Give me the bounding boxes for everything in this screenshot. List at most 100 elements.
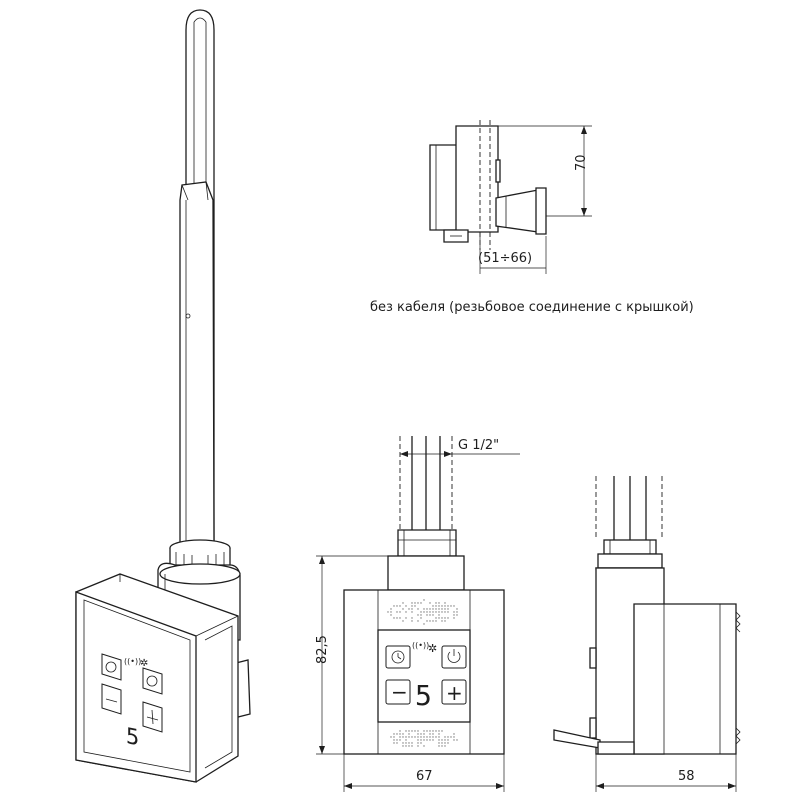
- grille-dot: [426, 611, 427, 612]
- grille-dot: [456, 608, 457, 609]
- grille-dot: [429, 730, 430, 731]
- dim-side-depth: 58: [678, 769, 695, 784]
- wireless-icon: ((•)): [412, 641, 429, 650]
- grille-dot: [402, 745, 403, 746]
- grille-dot: [414, 736, 415, 737]
- grille-dot: [414, 730, 415, 731]
- grille-dot: [405, 739, 406, 740]
- grille-dot: [441, 745, 442, 746]
- grille-dot: [429, 736, 430, 737]
- grille-dot: [402, 608, 403, 609]
- grille-dot: [399, 736, 400, 737]
- grille-dot: [390, 611, 391, 612]
- grille-dot: [435, 605, 436, 606]
- grille-dot: [417, 742, 418, 743]
- grille-dot: [435, 617, 436, 618]
- grille-dot: [405, 605, 406, 606]
- minus-button[interactable]: −: [386, 680, 410, 704]
- grille-dot: [432, 608, 433, 609]
- grille-dot: [411, 620, 412, 621]
- grille-dot: [426, 608, 427, 609]
- grille-dot: [405, 742, 406, 743]
- grille-dot: [438, 745, 439, 746]
- caption: без кабеля (резьбовое соединение с крышк…: [370, 300, 694, 315]
- grille-dot: [453, 736, 454, 737]
- grille-dot: [441, 605, 442, 606]
- grille-dot: [441, 742, 442, 743]
- plus-button[interactable]: +: [442, 680, 466, 705]
- grille-dot: [414, 605, 415, 606]
- grille-dot: [411, 617, 412, 618]
- clock-button[interactable]: [386, 646, 410, 668]
- grille-dot: [423, 733, 424, 734]
- dim-thread: G 1/2": [458, 438, 499, 453]
- grille-dot: [429, 608, 430, 609]
- grille-dot: [405, 745, 406, 746]
- grille-dot: [411, 742, 412, 743]
- grille-dot: [435, 736, 436, 737]
- grille-dot: [438, 602, 439, 603]
- grille-dot: [399, 739, 400, 740]
- grille-dot: [453, 614, 454, 615]
- grille-dot: [420, 736, 421, 737]
- grille-dot: [438, 617, 439, 618]
- grille-dot: [411, 608, 412, 609]
- grille-dot: [441, 739, 442, 740]
- grille-dot: [420, 617, 421, 618]
- grille-dot: [429, 733, 430, 734]
- minus-label: −: [391, 680, 408, 704]
- grille-dot: [429, 620, 430, 621]
- grille-dot: [426, 739, 427, 740]
- dim-top-depth: (51÷66): [478, 251, 532, 266]
- grille-dot: [402, 736, 403, 737]
- grille-dot: [417, 739, 418, 740]
- grille-dot: [399, 605, 400, 606]
- grille-dot: [411, 602, 412, 603]
- grille-dot: [423, 730, 424, 731]
- grille-dot: [417, 614, 418, 615]
- grille-dot: [432, 733, 433, 734]
- grille-dot: [438, 739, 439, 740]
- grille-dot: [423, 599, 424, 600]
- grille-dot: [447, 605, 448, 606]
- grille-dot: [396, 742, 397, 743]
- grille-dot: [432, 739, 433, 740]
- grille-dot: [426, 736, 427, 737]
- grille-dot: [423, 745, 424, 746]
- grille-dot: [447, 611, 448, 612]
- grille-dot: [447, 739, 448, 740]
- grille-dot: [441, 617, 442, 618]
- grille-dot: [420, 733, 421, 734]
- grille-dot: [441, 608, 442, 609]
- grille-dot: [423, 608, 424, 609]
- grille-dot: [450, 605, 451, 606]
- grille-dot: [408, 745, 409, 746]
- grille-dot: [390, 608, 391, 609]
- grille-dot: [417, 730, 418, 731]
- grille-dot: [444, 736, 445, 737]
- grille-dot: [411, 736, 412, 737]
- grille-dot: [399, 730, 400, 731]
- grille-dot: [420, 611, 421, 612]
- grille-dot: [393, 733, 394, 734]
- grille-dot: [444, 745, 445, 746]
- grille-dot: [450, 736, 451, 737]
- grille-dot: [432, 736, 433, 737]
- grille-dot: [402, 733, 403, 734]
- grille-dot: [402, 742, 403, 743]
- grille-dot: [429, 611, 430, 612]
- grille-dot: [447, 617, 448, 618]
- grille-dot: [438, 614, 439, 615]
- wireless-icon: ((•)): [124, 657, 141, 666]
- perspective-view: 5 ((•)) ✲: [76, 10, 250, 782]
- grille-dot: [420, 614, 421, 615]
- grille-dot: [393, 736, 394, 737]
- grille-dot: [405, 617, 406, 618]
- grille-dot: [411, 605, 412, 606]
- grille-dot: [390, 614, 391, 615]
- grille-dot: [444, 611, 445, 612]
- grille-dot: [387, 611, 388, 612]
- dim-front-width: 67: [416, 769, 433, 784]
- power-button[interactable]: [442, 646, 466, 668]
